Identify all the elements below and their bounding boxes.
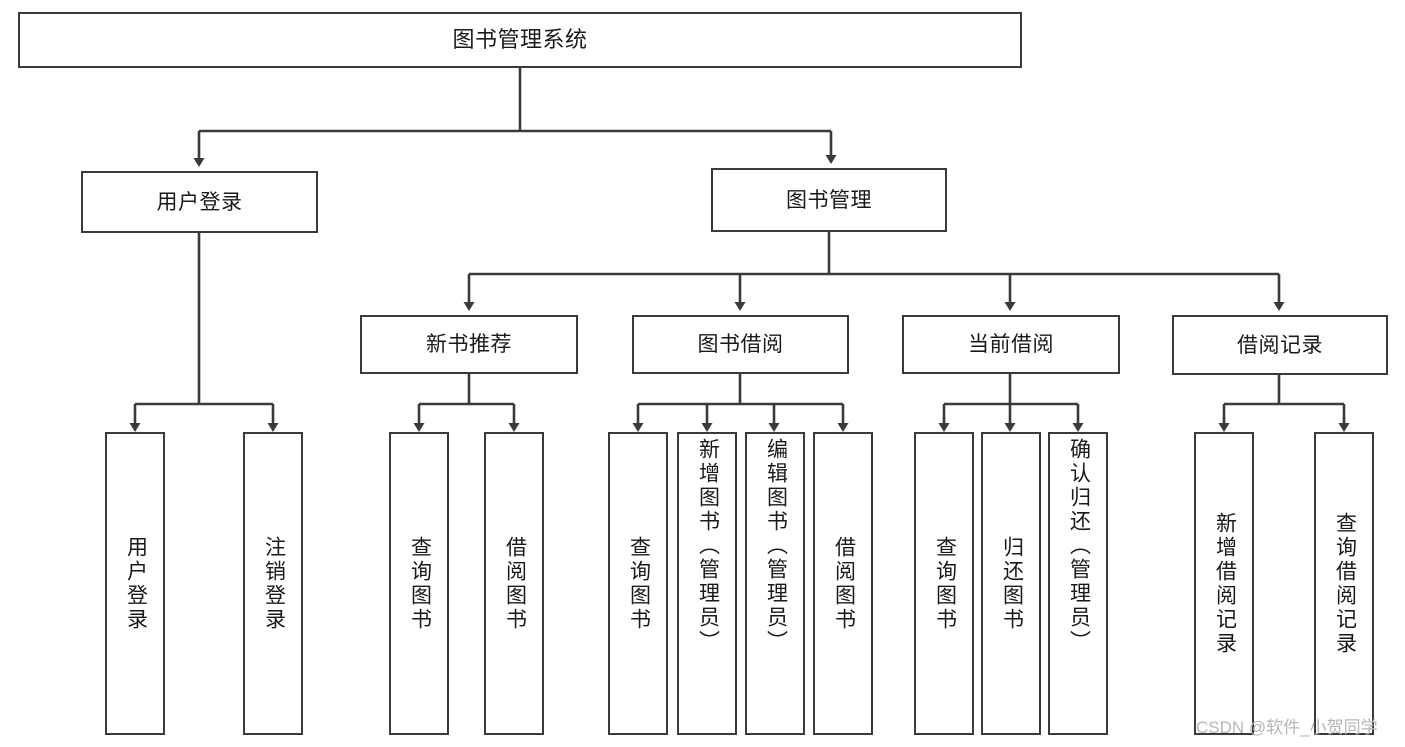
node-book-borrow[interactable]: 图书借阅 — [632, 315, 849, 374]
node-new-book-recommend[interactable]: 新书推荐 — [360, 315, 578, 374]
node-label: 当前借阅 — [968, 333, 1054, 356]
node-label: 图书管理 — [786, 188, 872, 212]
node-label: 新增图书（管理员） — [696, 438, 720, 654]
leaf-query-book-borrow[interactable]: 查询图书 — [608, 432, 668, 735]
leaf-add-book-admin[interactable]: 新增图书（管理员） — [677, 432, 737, 735]
node-label: 图书借阅 — [697, 333, 784, 356]
csdn-watermark: CSDN @软件_小贺同学 — [1196, 718, 1378, 737]
leaf-add-borrow-record[interactable]: 新增借阅记录 — [1194, 432, 1254, 735]
leaf-return-book[interactable]: 归还图书 — [981, 432, 1041, 735]
node-label: 注销登录 — [262, 535, 286, 632]
leaf-logout-login[interactable]: 注销登录 — [243, 432, 303, 735]
node-label: 用户登录 — [156, 190, 243, 214]
leaf-edit-book-admin[interactable]: 编辑图书（管理员） — [745, 432, 805, 735]
node-label: 用户登录 — [124, 535, 148, 632]
leaf-query-book-recommend[interactable]: 查询图书 — [389, 432, 449, 735]
node-label: 查询借阅记录 — [1333, 511, 1357, 656]
node-label: 借阅图书 — [832, 535, 856, 632]
node-label: 新书推荐 — [426, 333, 512, 356]
leaf-query-book-current[interactable]: 查询图书 — [914, 432, 974, 735]
node-label: 查询图书 — [627, 535, 651, 632]
node-user-login[interactable]: 用户登录 — [81, 171, 318, 233]
node-label: 新增借阅记录 — [1213, 511, 1237, 656]
node-current-borrow[interactable]: 当前借阅 — [902, 315, 1120, 374]
leaf-borrow-book-recommend[interactable]: 借阅图书 — [484, 432, 544, 735]
node-label: 编辑图书（管理员） — [764, 438, 788, 654]
node-label: 查询图书 — [933, 535, 957, 632]
node-label: 借阅记录 — [1237, 333, 1323, 357]
leaf-user-login[interactable]: 用户登录 — [105, 432, 165, 735]
leaf-confirm-return-admin[interactable]: 确认归还（管理员） — [1048, 432, 1108, 735]
node-borrow-record[interactable]: 借阅记录 — [1172, 315, 1388, 375]
leaf-borrow-book-borrow[interactable]: 借阅图书 — [813, 432, 873, 735]
node-label: 查询图书 — [408, 535, 432, 632]
node-book-management-system[interactable]: 图书管理系统 — [18, 12, 1022, 68]
node-label: 确认归还（管理员） — [1067, 438, 1091, 654]
node-label: 图书管理系统 — [452, 27, 588, 52]
node-book-management[interactable]: 图书管理 — [711, 168, 947, 232]
leaf-query-borrow-record[interactable]: 查询借阅记录 — [1314, 432, 1374, 735]
node-label: 归还图书 — [1000, 535, 1024, 632]
node-label: 借阅图书 — [503, 535, 527, 632]
